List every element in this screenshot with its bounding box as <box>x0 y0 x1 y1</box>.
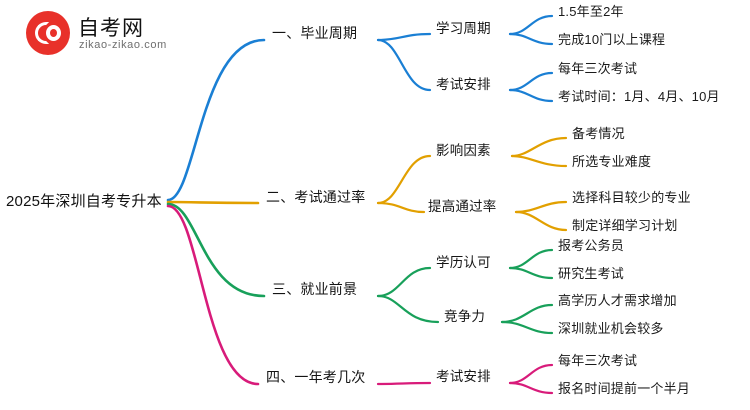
branch-3-child-1-label: 学历认可 <box>436 255 491 270</box>
branch-2-label: 二、考试通过率 <box>266 189 366 205</box>
branch-3-child-2-label: 竞争力 <box>444 309 486 324</box>
logo-arc-shape <box>35 22 49 44</box>
logo-mark-icon <box>26 11 70 55</box>
branch-1-child-2-leaf-1: 每年三次考试 <box>558 61 638 76</box>
branch-3-child-2-leaf-1: 高学历人才需求增加 <box>558 293 677 308</box>
branch-2-child-1-leaf-2: 所选专业难度 <box>572 154 652 169</box>
branch-1-child-2-label: 考试安排 <box>436 77 491 92</box>
branch-4-child-1-label: 考试安排 <box>436 369 491 384</box>
branch-3-label: 三、就业前景 <box>272 281 358 297</box>
branch-3-child-2-leaf-2: 深圳就业机会较多 <box>558 321 664 336</box>
logo-glyph <box>35 22 61 44</box>
branch-4-child-1-leaf-2: 报名时间提前一个半月 <box>558 381 691 396</box>
branch-2-child-1-leaf-1: 备考情况 <box>572 126 625 141</box>
branch-2-child-2-leaf-1: 选择科目较少的专业 <box>572 190 691 205</box>
mindmap-root-label: 2025年深圳自考专升本 <box>6 193 162 210</box>
logo-dot-inner <box>50 29 57 37</box>
branch-3-child-1-leaf-2: 研究生考试 <box>558 266 625 281</box>
branch-3-child-1-leaf-1: 报考公务员 <box>558 238 625 253</box>
branch-1-child-1-leaf-1: 1.5年至2年 <box>558 4 624 19</box>
logo-name: 自考网 <box>78 17 144 40</box>
branch-1-child-1-label: 学习周期 <box>436 21 491 36</box>
branch-4-child-1-leaf-1: 每年三次考试 <box>558 353 638 368</box>
branch-2-child-2-label: 提高通过率 <box>428 199 497 214</box>
site-logo: 自考网 zikao-zikao.com <box>26 8 236 60</box>
branch-2-child-1-label: 影响因素 <box>436 143 491 158</box>
branch-2-child-2-leaf-2: 制定详细学习计划 <box>572 218 678 233</box>
logo-domain: zikao-zikao.com <box>79 39 167 51</box>
branch-1-child-1-leaf-2: 完成10门以上课程 <box>558 32 666 47</box>
branch-1-child-2-leaf-2: 考试时间：1月、4月、10月 <box>558 89 720 104</box>
branch-4-label: 四、一年考几次 <box>266 369 366 385</box>
branch-1-label: 一、毕业周期 <box>272 25 358 41</box>
